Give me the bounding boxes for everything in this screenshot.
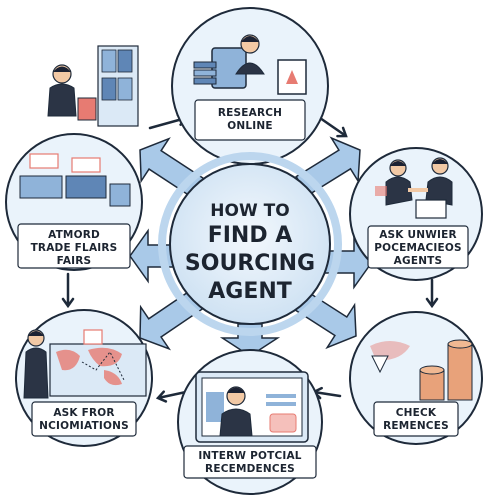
label-line: AGENTS bbox=[394, 255, 443, 267]
label-line: ASK UNWIER bbox=[379, 229, 457, 241]
coin-stack-icon bbox=[370, 339, 473, 401]
person-icon bbox=[193, 34, 265, 89]
laptop-icon bbox=[195, 371, 309, 443]
label-line: FAIRS bbox=[57, 255, 92, 267]
arrow-agents-to-check bbox=[425, 278, 439, 309]
arrow-hub-to-interview bbox=[219, 323, 281, 357]
label-line: RECEMDENCES bbox=[205, 463, 295, 475]
label-line: INTERW POTCIAL bbox=[198, 450, 301, 462]
arrow-fairs-to-nominations bbox=[61, 272, 75, 309]
center-title-line: HOW TO bbox=[210, 201, 289, 221]
arrow-research-to-agents bbox=[318, 116, 348, 138]
label-line: CHECK bbox=[396, 407, 437, 419]
boxes-icon bbox=[19, 45, 139, 207]
label-line: ONLINE bbox=[227, 120, 272, 132]
label-line: RESEARCH bbox=[218, 107, 282, 119]
label-line: NCIOMIATIONS bbox=[39, 420, 129, 432]
label-line: POCEMACIEOS bbox=[374, 242, 462, 254]
handshake-icon bbox=[375, 157, 453, 219]
label-line: REMENCES bbox=[383, 420, 449, 432]
center-title-line: FIND A bbox=[208, 223, 293, 248]
arrow-hub-to-fairs bbox=[129, 228, 177, 284]
arrow-interview-to-nominations bbox=[155, 390, 188, 403]
label-line: TRADE FLAIRS bbox=[31, 242, 118, 254]
center-title-line: AGENT bbox=[208, 279, 292, 304]
label-line: ATMORD bbox=[48, 229, 100, 241]
center-title-line: SOURCING bbox=[185, 251, 315, 276]
label-line: ASK FROR bbox=[53, 407, 114, 419]
document-icon bbox=[277, 59, 307, 95]
world-map-icon bbox=[23, 329, 147, 399]
